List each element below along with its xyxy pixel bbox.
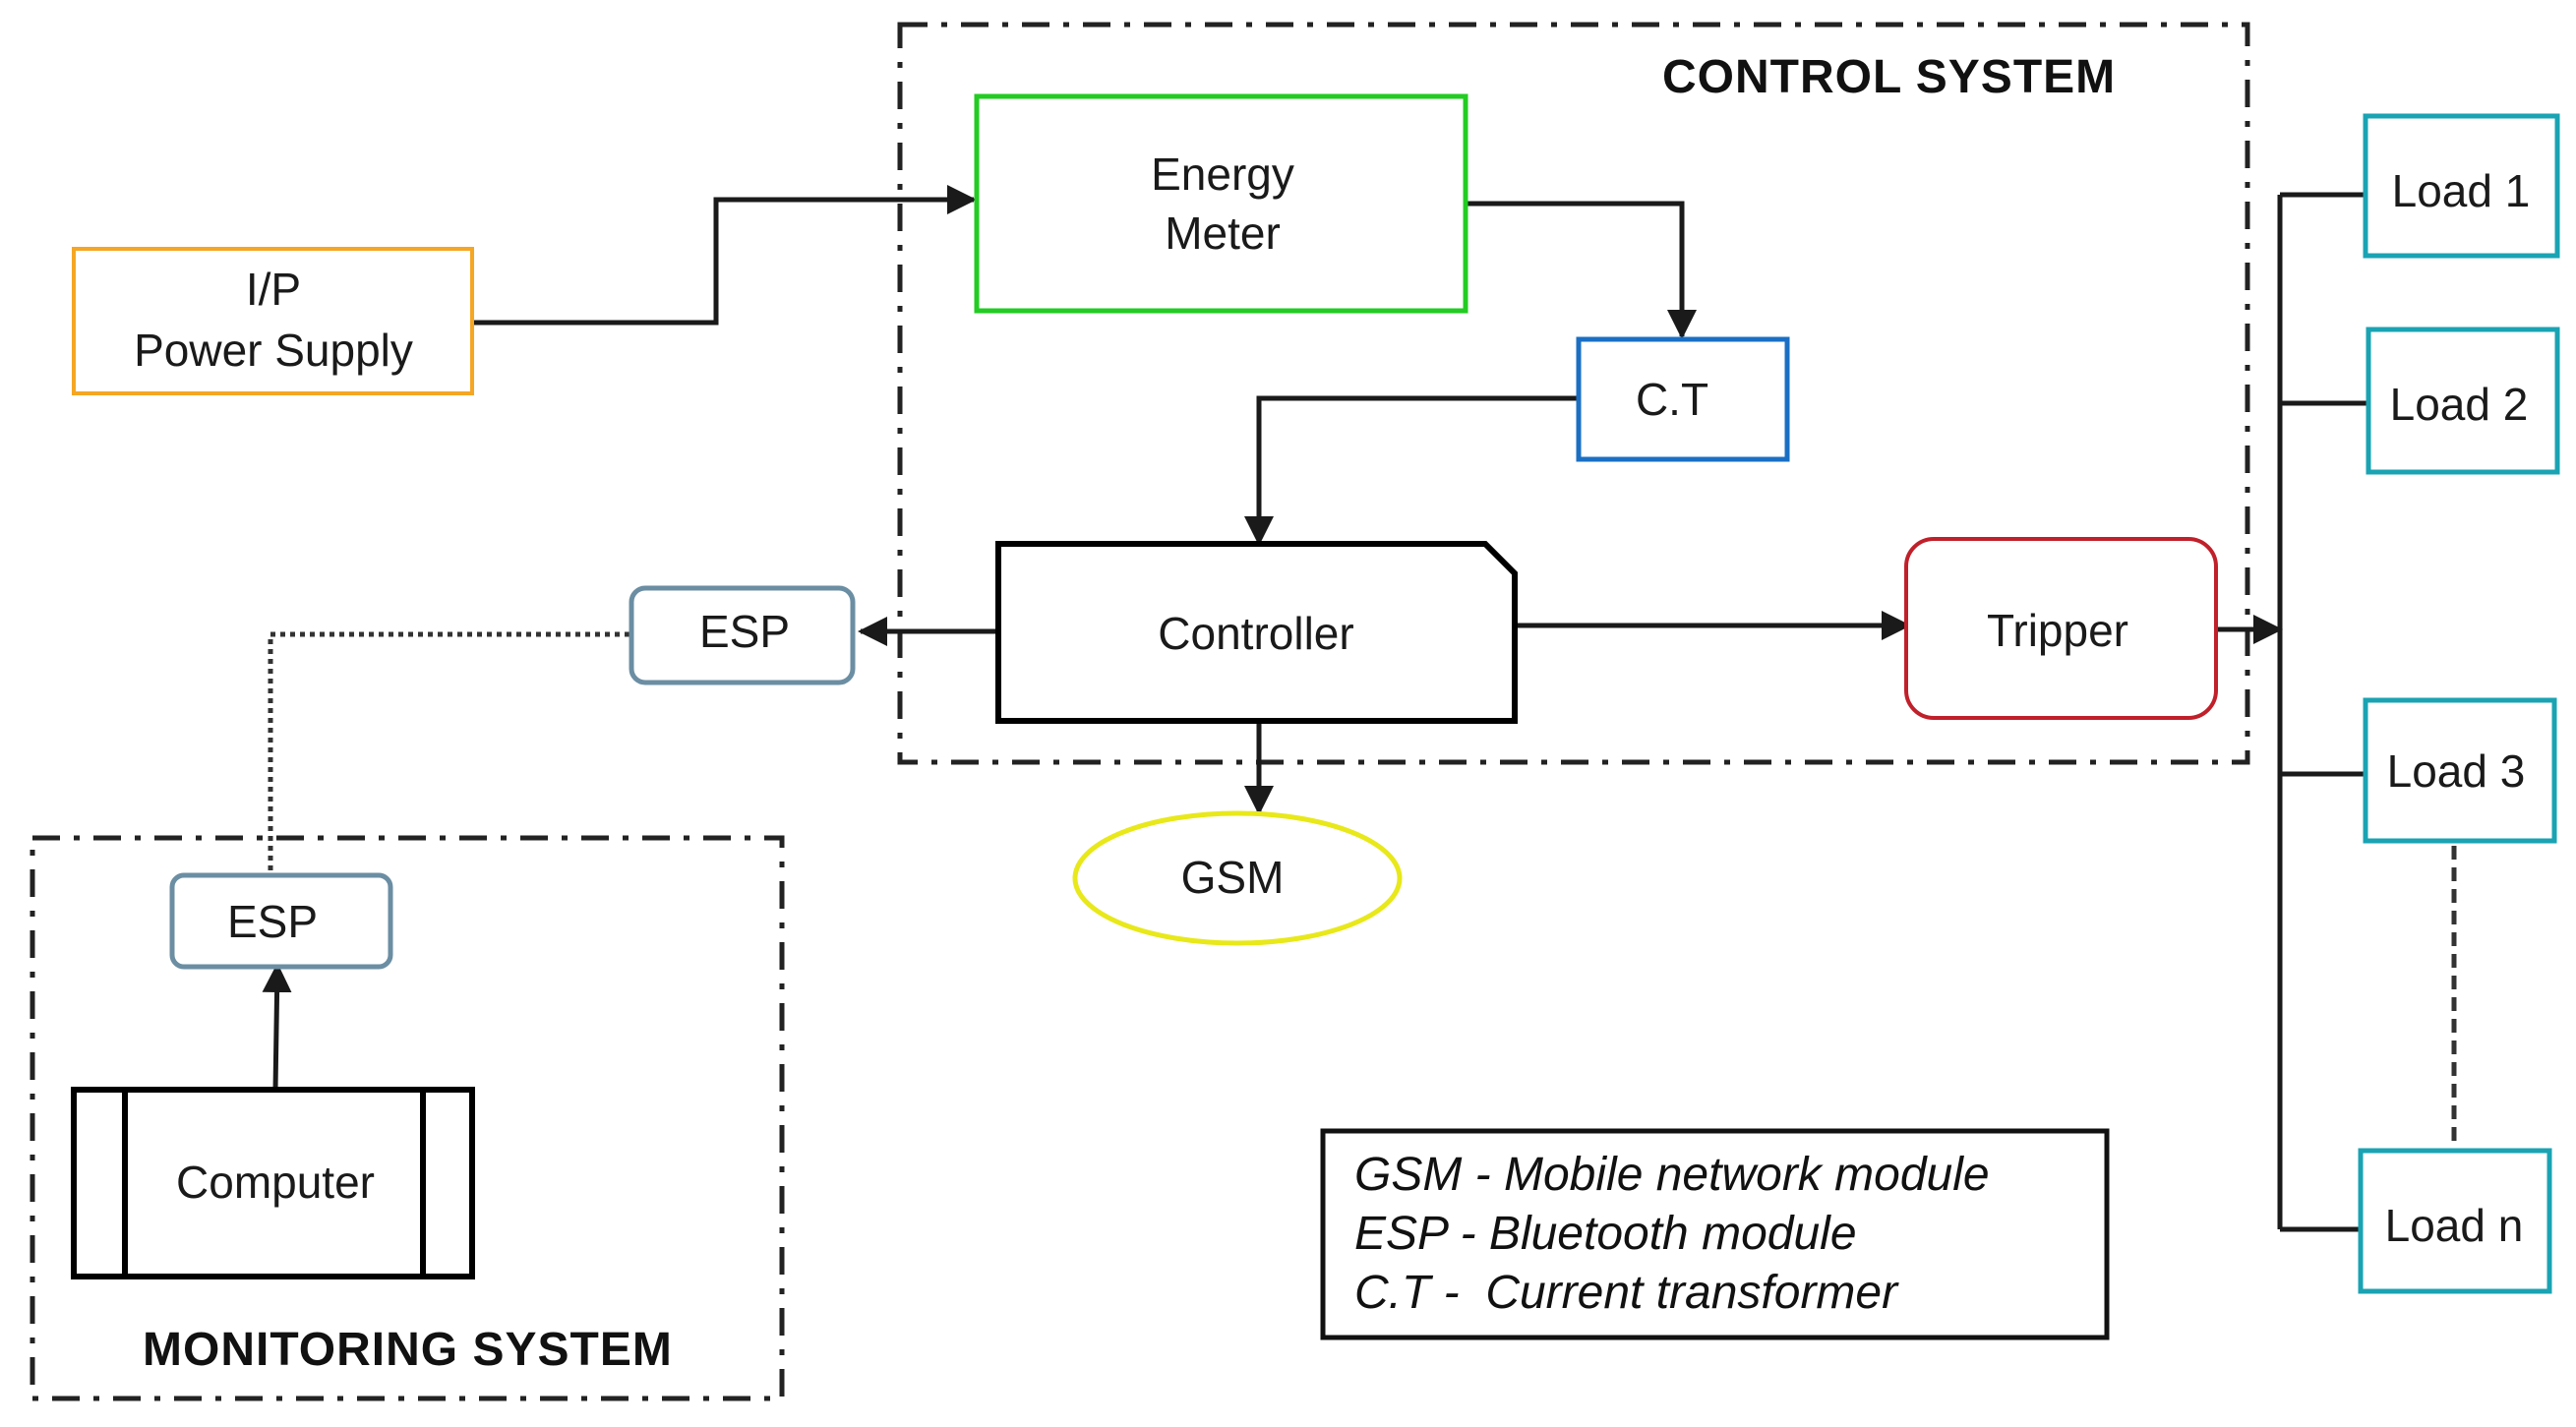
legend-line-ct: C.T - Current transformer — [1354, 1267, 1899, 1319]
load-2-block: Load 2 — [2366, 327, 2560, 475]
power-supply-label-line1: I/P — [246, 264, 301, 315]
controller-block: Controller — [995, 541, 1518, 724]
load-2-label: Load 2 — [2390, 379, 2529, 430]
tripper-label: Tripper — [1987, 605, 2128, 656]
legend-line-esp: ESP - Bluetooth module — [1354, 1208, 1857, 1260]
connector-meter-to-ct — [1466, 201, 1697, 339]
ct-label: C.T — [1636, 374, 1708, 425]
load-3-label: Load 3 — [2387, 745, 2526, 797]
esp-top-block: ESP — [629, 585, 856, 685]
load-1-label: Load 1 — [2392, 165, 2531, 216]
control-system-title: CONTROL SYSTEM — [1662, 51, 2116, 103]
connector-supply-to-meter — [472, 185, 977, 326]
connectors — [262, 185, 2368, 1232]
computer-label: Computer — [176, 1157, 375, 1208]
esp-bottom-block: ESP — [169, 872, 393, 970]
load-1-block: Load 1 — [2363, 113, 2560, 259]
power-supply-label-line2: Power Supply — [134, 325, 413, 376]
esp-bottom-label: ESP — [227, 896, 318, 947]
connector-computer-to-esp — [262, 963, 292, 1091]
gsm-block: GSM — [1072, 810, 1403, 946]
power-supply-block: I/P Power Supply — [72, 247, 474, 395]
connector-ct-to-controller — [1244, 395, 1579, 546]
energy-meter-label-line2: Meter — [1165, 208, 1281, 259]
control-system-boundary — [897, 22, 2250, 765]
energy-meter-label-line1: Energy — [1151, 149, 1294, 200]
load-3-block: Load 3 — [2363, 697, 2557, 844]
energy-meter-block: Energy Meter — [974, 93, 1468, 314]
monitoring-system-boundary — [30, 835, 785, 1401]
monitoring-system-title: MONITORING SYSTEM — [143, 1324, 673, 1376]
esp-top-label: ESP — [699, 606, 790, 657]
legend-box: GSM - Mobile network module ESP - Blueto… — [1320, 1128, 2110, 1340]
wireless-link-esp — [268, 631, 629, 878]
load-n-block: Load n — [2358, 1148, 2552, 1294]
load-n-label: Load n — [2385, 1200, 2524, 1251]
computer-block: Computer — [71, 1087, 475, 1279]
gsm-label: GSM — [1181, 852, 1285, 903]
controller-label: Controller — [1158, 608, 1353, 659]
tripper-block: Tripper — [1904, 537, 2218, 720]
legend-line-gsm: GSM - Mobile network module — [1354, 1149, 1990, 1201]
ct-block: C.T — [1576, 336, 1790, 462]
